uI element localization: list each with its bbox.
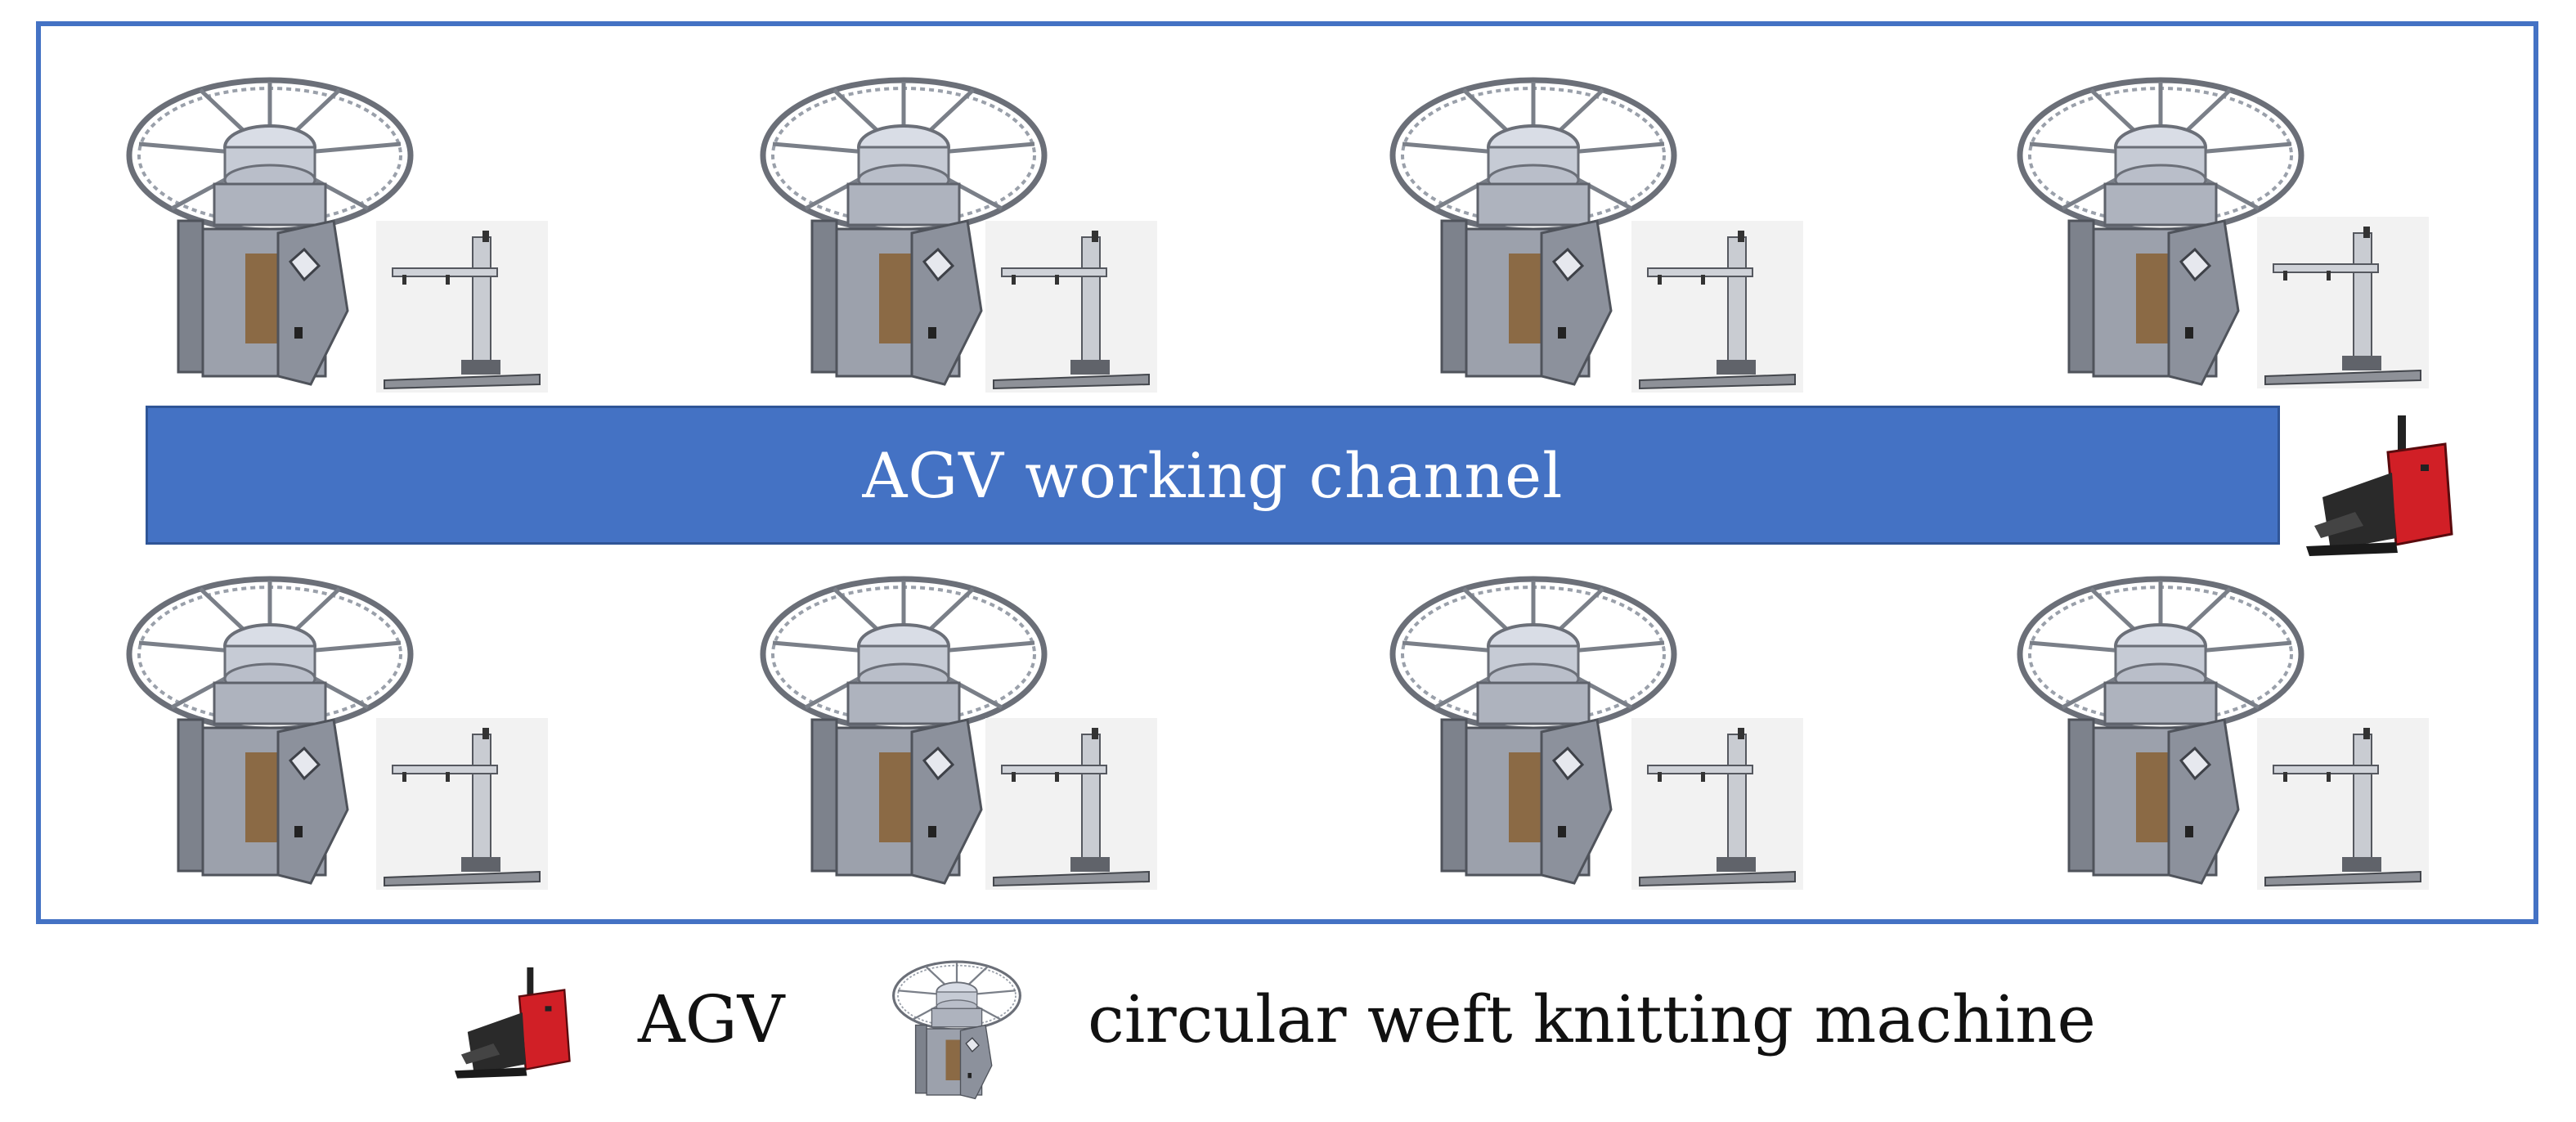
robot-arm-icon <box>376 718 548 890</box>
channel-label: AGV working channel <box>862 438 1564 512</box>
robot-arm-icon <box>1631 221 1803 393</box>
circular-knitting-machine-icon <box>123 65 417 393</box>
robot-arm-icon <box>2257 718 2429 890</box>
legend-agv-label: AGV <box>638 981 785 1057</box>
legend-agv-icon <box>455 957 577 1088</box>
legend-circular-knitting-machine-icon <box>883 955 1030 1102</box>
robot-arm-icon <box>985 221 1157 393</box>
robot-arm-icon <box>376 221 548 393</box>
legend-machine-label: circular weft knitting machine <box>1088 981 2096 1057</box>
robot-arm-icon <box>1631 718 1803 890</box>
robot-arm-icon <box>2257 217 2429 388</box>
agv-icon <box>2306 407 2462 563</box>
agv-working-channel: AGV working channel <box>146 406 2280 545</box>
robot-arm-icon <box>985 718 1157 890</box>
circular-knitting-machine-icon <box>123 564 417 891</box>
workshop-frame <box>36 21 2538 924</box>
